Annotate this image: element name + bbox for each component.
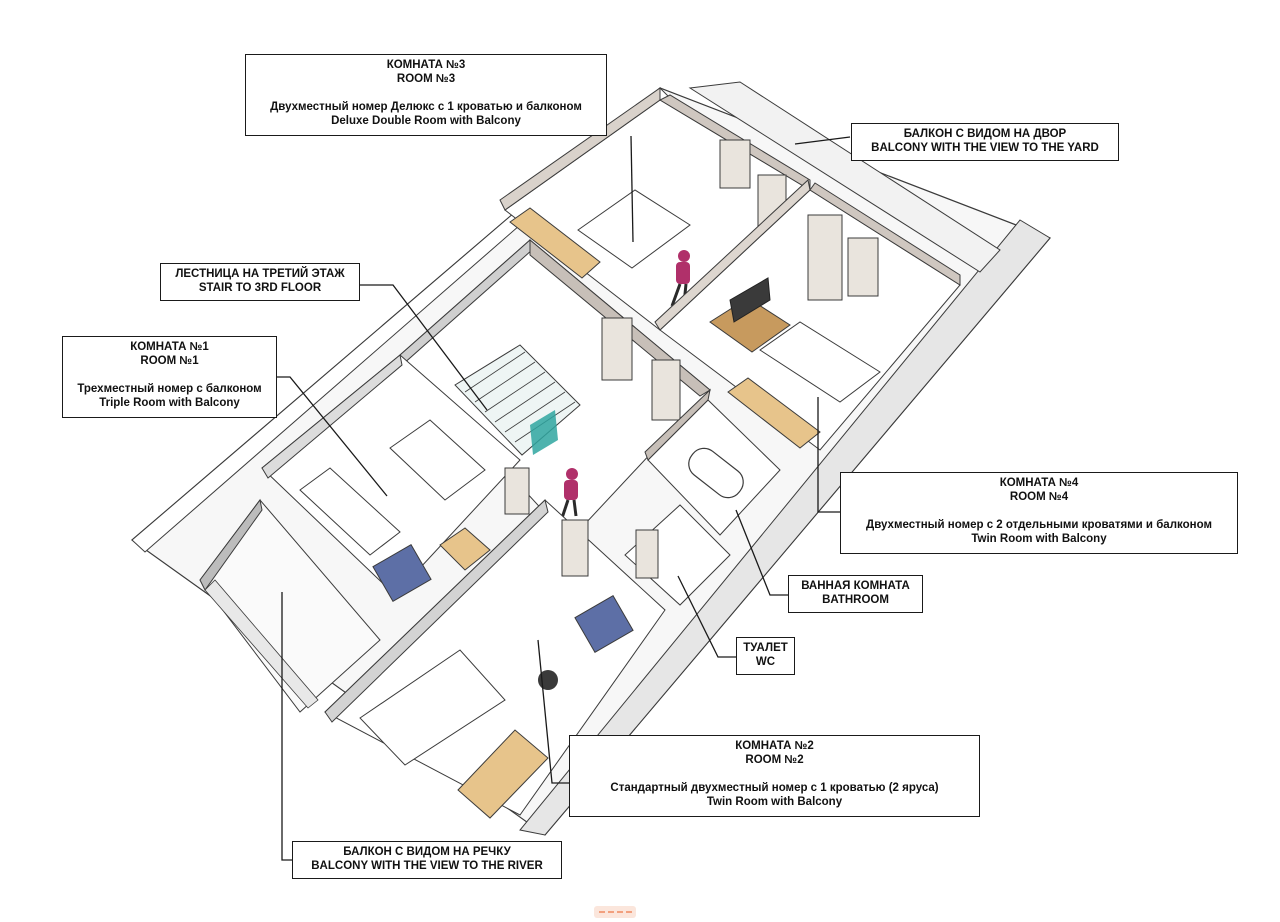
outer-wall-right — [519, 219, 1051, 836]
room2-title-ru: КОМНАТА №2 — [735, 740, 814, 752]
callout-room3: КОМНАТА №3 ROOM №3 Двухместный номер Дел… — [245, 54, 607, 136]
room2-rug — [457, 729, 549, 819]
room4-title-ru: КОМНАТА №4 — [999, 477, 1079, 489]
room4-window-2 — [847, 237, 879, 297]
stair-ru: ЛЕСТНИЦА НА ТРЕТИЙ ЭТАЖ — [175, 268, 345, 280]
room1-armchair — [372, 543, 432, 603]
room4-title-en: ROOM №4 — [1009, 491, 1069, 503]
room2-title-en: ROOM №2 — [745, 754, 804, 766]
bathtub — [688, 447, 744, 499]
hall-door-2 — [651, 359, 681, 421]
leader-room1 — [277, 376, 388, 497]
room4-tv — [729, 277, 771, 323]
room4-window-1 — [807, 214, 843, 301]
room4-back-wall — [809, 182, 961, 286]
room2-door — [561, 519, 589, 577]
room4-left-wall — [654, 179, 811, 331]
leader-stair — [360, 284, 488, 411]
stair-glass-panel — [530, 410, 558, 455]
yard-balcony-floor — [688, 81, 1001, 273]
river-balcony-ru: БАЛКОН С ВИДОМ НА РЕЧКУ — [343, 846, 511, 858]
bathroom-wall — [644, 388, 711, 461]
room3-desc-ru: Двухместный номер Делюкс с 1 кроватью и … — [270, 101, 582, 113]
callout-room4: КОМНАТА №4 ROOM №4 Двухместный номер с 2… — [840, 472, 1238, 554]
leader-room2 — [537, 639, 569, 784]
leader-yard-balcony — [794, 136, 851, 145]
person-figure-room3 — [670, 250, 690, 307]
bathroom-ru: ВАННАЯ КОМНАТА — [801, 580, 910, 592]
wc-floor — [624, 504, 731, 606]
callout-wc: ТУАЛЕТ WC — [736, 637, 795, 675]
room3-desk — [509, 207, 601, 279]
room3-window-1 — [719, 139, 751, 189]
room3-back-wall — [499, 87, 661, 211]
room2-desc-ru: Стандартный двухместный номер с 1 кроват… — [610, 782, 939, 794]
stair-en: STAIR TO 3RD FLOOR — [198, 282, 322, 294]
callout-stair: ЛЕСТНИЦА НА ТРЕТИЙ ЭТАЖ STAIR TO 3RD FLO… — [160, 263, 360, 301]
room2-back-wall — [324, 499, 549, 723]
room4-desc-en: Twin Room with Balcony — [971, 533, 1107, 545]
room1-desc-ru: Трехместный номер с балконом — [77, 383, 262, 395]
room1-back-wall — [261, 354, 403, 479]
room3-title-en: ROOM №3 — [396, 73, 456, 85]
room3-desc-en: Deluxe Double Room with Balcony — [331, 115, 521, 127]
leader-room4 — [817, 397, 840, 513]
room1-desc-en: Triple Room with Balcony — [99, 397, 240, 409]
leader-room3 — [630, 135, 634, 243]
room1-title-en: ROOM №1 — [140, 355, 199, 367]
room3-bed — [577, 189, 691, 269]
room4-desc-ru: Двухместный номер с 2 отдельными кроватя… — [866, 519, 1212, 531]
person-figure-hall — [560, 468, 578, 519]
room4-bed-2 — [727, 377, 821, 449]
leader-wc — [677, 575, 736, 658]
leader-bathroom — [735, 509, 788, 596]
callout-room1: КОМНАТА №1 ROOM №1 Трехместный номер с б… — [62, 336, 277, 418]
page-indicator — [594, 906, 636, 918]
room3-title-ru: КОМНАТА №3 — [386, 59, 466, 71]
yard-balcony-en: BALCONY WITH THE VIEW TO THE YARD — [871, 142, 1099, 154]
leader-lines — [277, 135, 851, 861]
callout-river-balcony: БАЛКОН С ВИДОМ НА РЕЧКУ BALCONY WITH THE… — [292, 841, 562, 879]
room2-desc-en: Twin Room with Balcony — [706, 796, 843, 808]
river-balcony-en: BALCONY WITH THE VIEW TO THE RIVER — [311, 860, 543, 872]
leader-river-balcony — [281, 592, 292, 861]
room2-bed — [359, 649, 506, 766]
wc-door — [635, 529, 659, 579]
room1-window — [504, 467, 530, 515]
wc-ru: ТУАЛЕТ — [743, 642, 788, 654]
wc-en: WC — [755, 656, 776, 668]
hall-door-1 — [601, 317, 633, 381]
yard-balcony-ru: БАЛКОН С ВИДОМ НА ДВОР — [903, 128, 1067, 140]
river-balcony-wall — [199, 498, 263, 591]
callout-room2: КОМНАТА №2 ROOM №2 Стандартный двухместн… — [569, 735, 980, 817]
room2-armchair — [574, 594, 634, 654]
room1-table — [439, 527, 491, 571]
river-balcony-railing — [204, 579, 319, 709]
room4-bed-1 — [759, 321, 881, 403]
room1-bed-1 — [389, 419, 486, 501]
room1-title-ru: КОМНАТА №1 — [130, 341, 209, 353]
room1-bed-2 — [299, 467, 401, 556]
callout-yard-balcony: БАЛКОН С ВИДОМ НА ДВОР BALCONY WITH THE … — [851, 123, 1119, 161]
bathroom-en: BATHROOM — [822, 594, 889, 606]
callout-bathroom: ВАННАЯ КОМНАТА BATHROOM — [788, 575, 923, 613]
